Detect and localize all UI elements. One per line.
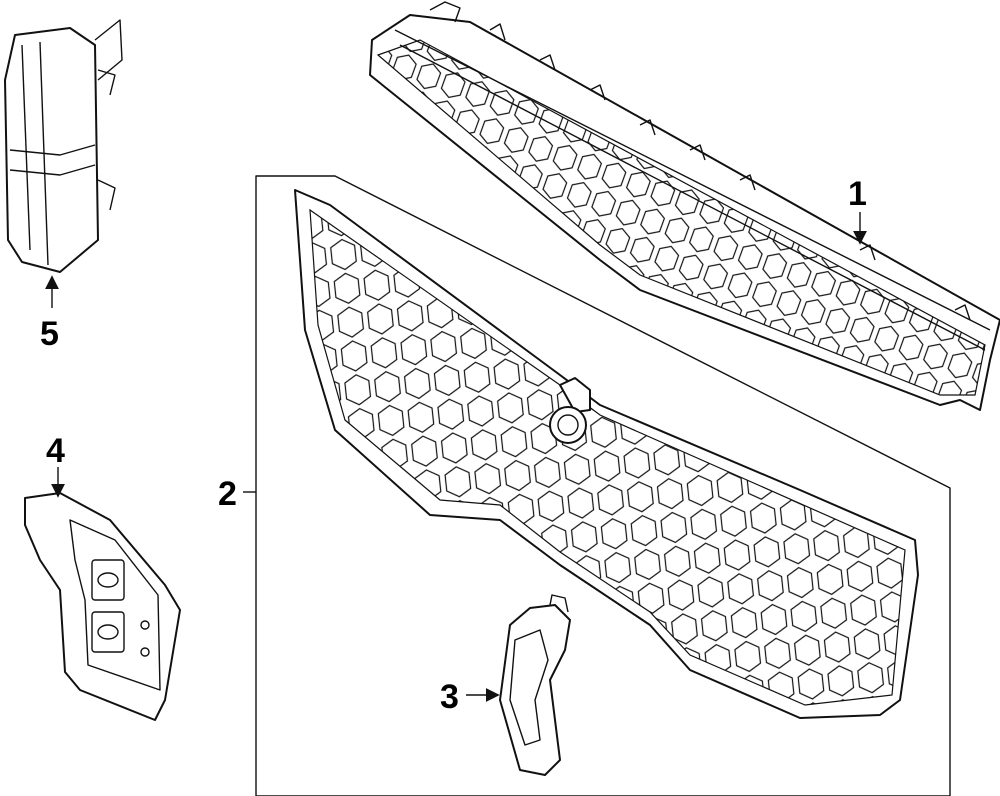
part-3-side-bracket <box>499 594 571 776</box>
part-1-upper-grille <box>369 1 1000 411</box>
part-5-side-moulding <box>4 19 123 273</box>
callout-2: 2 <box>218 475 237 513</box>
callout-1: 1 <box>848 175 867 213</box>
callout-4: 4 <box>46 432 65 470</box>
callout-5: 5 <box>40 315 59 353</box>
leader-lines <box>45 212 867 702</box>
part-2-bracket-box <box>255 175 951 796</box>
part-4-switch-bezel <box>24 492 181 721</box>
callout-3: 3 <box>440 678 459 716</box>
part-2-main-grille <box>294 189 919 719</box>
